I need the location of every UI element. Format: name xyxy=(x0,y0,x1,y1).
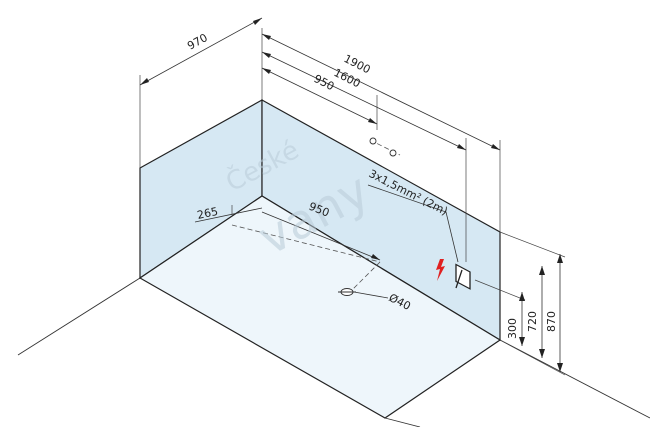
cable xyxy=(455,269,463,289)
dim-line-950-top xyxy=(261,67,378,125)
extension-lines xyxy=(139,28,566,376)
drain xyxy=(338,288,356,296)
dim-line-950-floor xyxy=(261,211,381,261)
label-970: 970 xyxy=(185,31,210,53)
label-870: 870 xyxy=(545,311,558,332)
label-265: 265 xyxy=(196,205,219,222)
dim-line-970 xyxy=(139,17,263,86)
socket-markers xyxy=(369,137,397,157)
socket-marker-right xyxy=(389,149,397,157)
cable-leader xyxy=(367,184,459,263)
label-720: 720 xyxy=(526,311,539,332)
socket-marker-left xyxy=(369,137,377,145)
label-300: 300 xyxy=(506,318,519,339)
dim-line-265 xyxy=(194,207,263,223)
dimension-arrows xyxy=(140,18,563,372)
lightning-bolt-icon xyxy=(436,259,445,281)
dim-line-1600 xyxy=(261,51,467,151)
dim-line-1900 xyxy=(261,33,501,151)
room-outline xyxy=(17,277,650,428)
junction-box xyxy=(455,263,471,290)
drain-leader xyxy=(353,291,389,299)
dimension-lines xyxy=(139,17,561,372)
